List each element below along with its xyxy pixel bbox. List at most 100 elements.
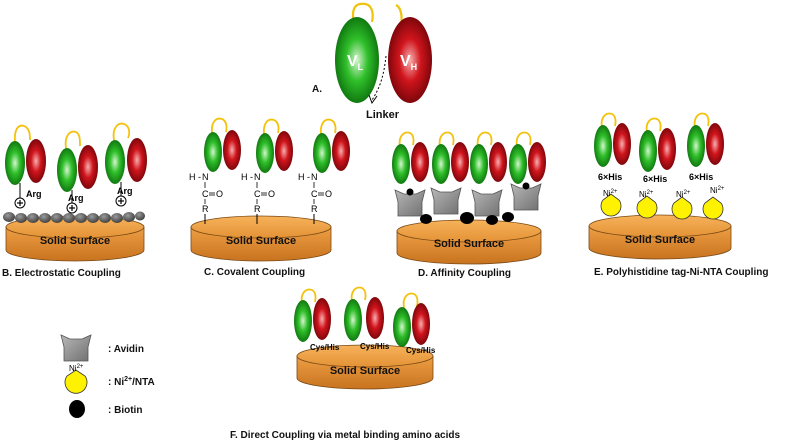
surface-label: Solid Surface xyxy=(330,365,400,377)
amide-linkage: H - N C O R xyxy=(189,172,223,224)
cys-his-tag-label: Cys/His xyxy=(360,342,390,351)
vh-label: VH xyxy=(400,53,417,72)
vh-domain xyxy=(388,17,432,103)
surface-label: Solid Surface xyxy=(434,238,504,250)
svg-text:C: C xyxy=(254,189,261,199)
scfv-fragment xyxy=(344,286,384,341)
svg-text:O: O xyxy=(216,189,223,199)
avidin-icon xyxy=(394,188,426,217)
vl-label: VL xyxy=(347,53,364,72)
amide-linkage: H - N C O R xyxy=(298,172,332,224)
scfv-fragment xyxy=(509,131,546,184)
svg-text:H -: H - xyxy=(189,172,201,182)
scfv-fragment xyxy=(392,131,429,184)
panel-d-caption: D. Affinity Coupling xyxy=(418,268,511,279)
scfv-fragment xyxy=(470,131,507,184)
scfv-fragment xyxy=(393,292,430,347)
svg-text:N: N xyxy=(311,172,318,182)
arg-tag: Arg xyxy=(66,190,84,214)
surface-label: Solid Surface xyxy=(40,235,110,247)
ni-nta-icon: Ni2+ xyxy=(636,190,658,219)
panel-e: Solid Surface 6×His 6×His 6×His Ni2+ Ni2… xyxy=(588,112,768,278)
scfv-fragment xyxy=(639,117,676,172)
solid-surface-top xyxy=(190,215,332,239)
solid-surface-top xyxy=(588,214,732,238)
biotin-icon xyxy=(420,214,432,224)
ni-nta-icon: Ni2+ xyxy=(671,190,693,220)
svg-text:Ni2+: Ni2+ xyxy=(603,189,618,198)
linker-label: Linker xyxy=(366,109,400,121)
his-tag-label: 6×His xyxy=(689,172,713,182)
legend-biotin-label: : Biotin xyxy=(108,405,142,416)
arrowhead-icon xyxy=(368,94,378,105)
svg-text:H -: H - xyxy=(298,172,310,182)
biotin-icon xyxy=(502,212,514,222)
his-tag-label: 6×His xyxy=(643,174,667,184)
scfv-fragment xyxy=(204,117,241,172)
solid-surface-top xyxy=(5,215,145,239)
svg-text:C: C xyxy=(202,189,209,199)
biotin-icon xyxy=(460,212,474,224)
surface-label: Solid Surface xyxy=(625,234,695,246)
scfv-fragment xyxy=(256,118,293,173)
svg-text:Ni2+: Ni2+ xyxy=(639,190,654,199)
scfv-fragment xyxy=(313,118,350,173)
scfv-fragment xyxy=(57,130,98,192)
panel-c-caption: C. Covalent Coupling xyxy=(204,267,305,278)
ni-nta-icon: Ni2+ xyxy=(702,186,725,220)
svg-text:Ni2+: Ni2+ xyxy=(710,186,725,195)
svg-text:R: R xyxy=(202,204,209,214)
avidin-icon xyxy=(430,187,462,215)
his-tag-label: 6×His xyxy=(598,172,622,182)
panel-d: Solid Surface xyxy=(392,131,546,279)
panel-a: VL VH A. Linker xyxy=(312,2,432,121)
scfv-fragment xyxy=(594,112,631,167)
svg-text:N: N xyxy=(254,172,261,182)
cys-his-tag-label: Cys/His xyxy=(310,343,340,352)
scfv-fragment xyxy=(294,288,331,342)
cys-his-tag-label: Cys/His xyxy=(406,346,436,355)
biotin-icon xyxy=(522,182,530,190)
svg-text:O: O xyxy=(268,189,275,199)
surface-bead-row xyxy=(3,211,145,223)
svg-text:Arg: Arg xyxy=(26,189,42,199)
biotin-icon xyxy=(69,400,85,418)
biotin-row xyxy=(420,212,514,225)
vl-domain xyxy=(335,17,379,103)
ni-nta-icon: Ni2+ xyxy=(600,189,622,217)
legend-ni-nta-label: : Ni2+/NTA xyxy=(108,376,155,388)
svg-text:N: N xyxy=(202,172,209,182)
avidin-icon xyxy=(510,182,542,211)
panel-e-caption: E. Polyhistidine tag-Ni-NTA Coupling xyxy=(594,267,768,278)
svg-text:O: O xyxy=(325,189,332,199)
svg-text:C: C xyxy=(311,189,318,199)
arg-tag: Arg xyxy=(14,183,42,209)
avidin-icon xyxy=(471,189,503,217)
solid-surface-top xyxy=(296,344,434,368)
arg-tag: Arg xyxy=(115,182,133,207)
svg-text:Ni2+: Ni2+ xyxy=(676,190,691,199)
amide-linkage: H - N C O R xyxy=(241,172,275,224)
surface-label: Solid Surface xyxy=(226,235,296,247)
panel-f: Solid Surface Cys/His Cys/His Cys/His F.… xyxy=(230,286,460,441)
legend: : Avidin Ni2+ : Ni2+/NTA : Biotin xyxy=(60,334,155,418)
avidin-icon xyxy=(60,334,92,362)
ni-nta-icon: Ni2+ xyxy=(64,364,88,394)
svg-text:R: R xyxy=(254,204,261,214)
scfv-fragment xyxy=(105,122,147,184)
panel-b: Solid Surface Arg xyxy=(2,122,147,279)
svg-text:H -: H - xyxy=(241,172,253,182)
svg-text:R: R xyxy=(311,204,318,214)
scfv-fragment xyxy=(5,124,46,185)
svg-text:Arg: Arg xyxy=(68,193,84,203)
panel-f-caption: F. Direct Coupling via metal binding ami… xyxy=(230,430,460,441)
svg-text:Ni2+: Ni2+ xyxy=(69,364,84,373)
panel-b-caption: B. Electrostatic Coupling xyxy=(2,268,121,279)
legend-avidin-label: : Avidin xyxy=(108,344,144,355)
linker-pointer-arrow xyxy=(371,55,387,101)
panel-a-letter: A. xyxy=(312,84,322,95)
biotin-icon xyxy=(406,188,414,196)
panel-c: Solid Surface H - N C O R H - N xyxy=(189,117,350,278)
scfv-fragment xyxy=(432,131,469,184)
